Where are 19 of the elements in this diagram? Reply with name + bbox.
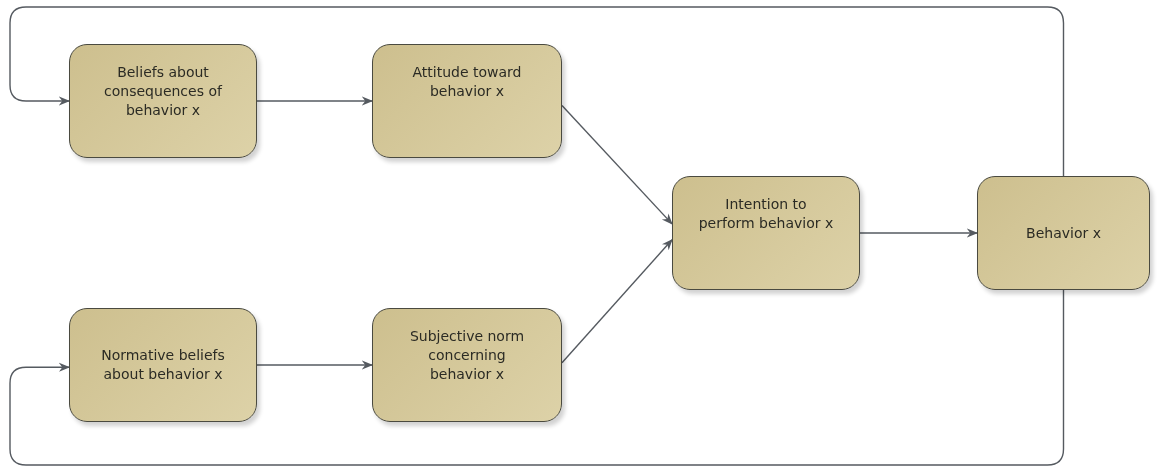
box-label: Normative beliefs about behavior x bbox=[100, 346, 226, 384]
arrow bbox=[256, 96, 374, 106]
box-label: Intention to perform behavior x bbox=[697, 195, 835, 233]
process-box bbox=[977, 176, 1150, 290]
arrow bbox=[9, 6, 1065, 177]
arrow bbox=[859, 228, 979, 238]
box-label: Beliefs about consequences of behavior x bbox=[103, 63, 224, 120]
process-box bbox=[672, 176, 860, 290]
process-box bbox=[69, 308, 257, 422]
arrow bbox=[9, 289, 1065, 466]
arrow bbox=[256, 360, 374, 370]
box-label: Subjective norm concerning behavior x bbox=[408, 327, 526, 384]
process-box bbox=[372, 308, 562, 422]
arrow bbox=[561, 104, 673, 225]
process-box bbox=[69, 44, 257, 158]
process-box bbox=[372, 44, 562, 158]
box-label: Behavior x bbox=[1026, 223, 1101, 243]
arrow bbox=[561, 239, 673, 364]
box-label: Attitude toward behavior x bbox=[411, 63, 523, 101]
